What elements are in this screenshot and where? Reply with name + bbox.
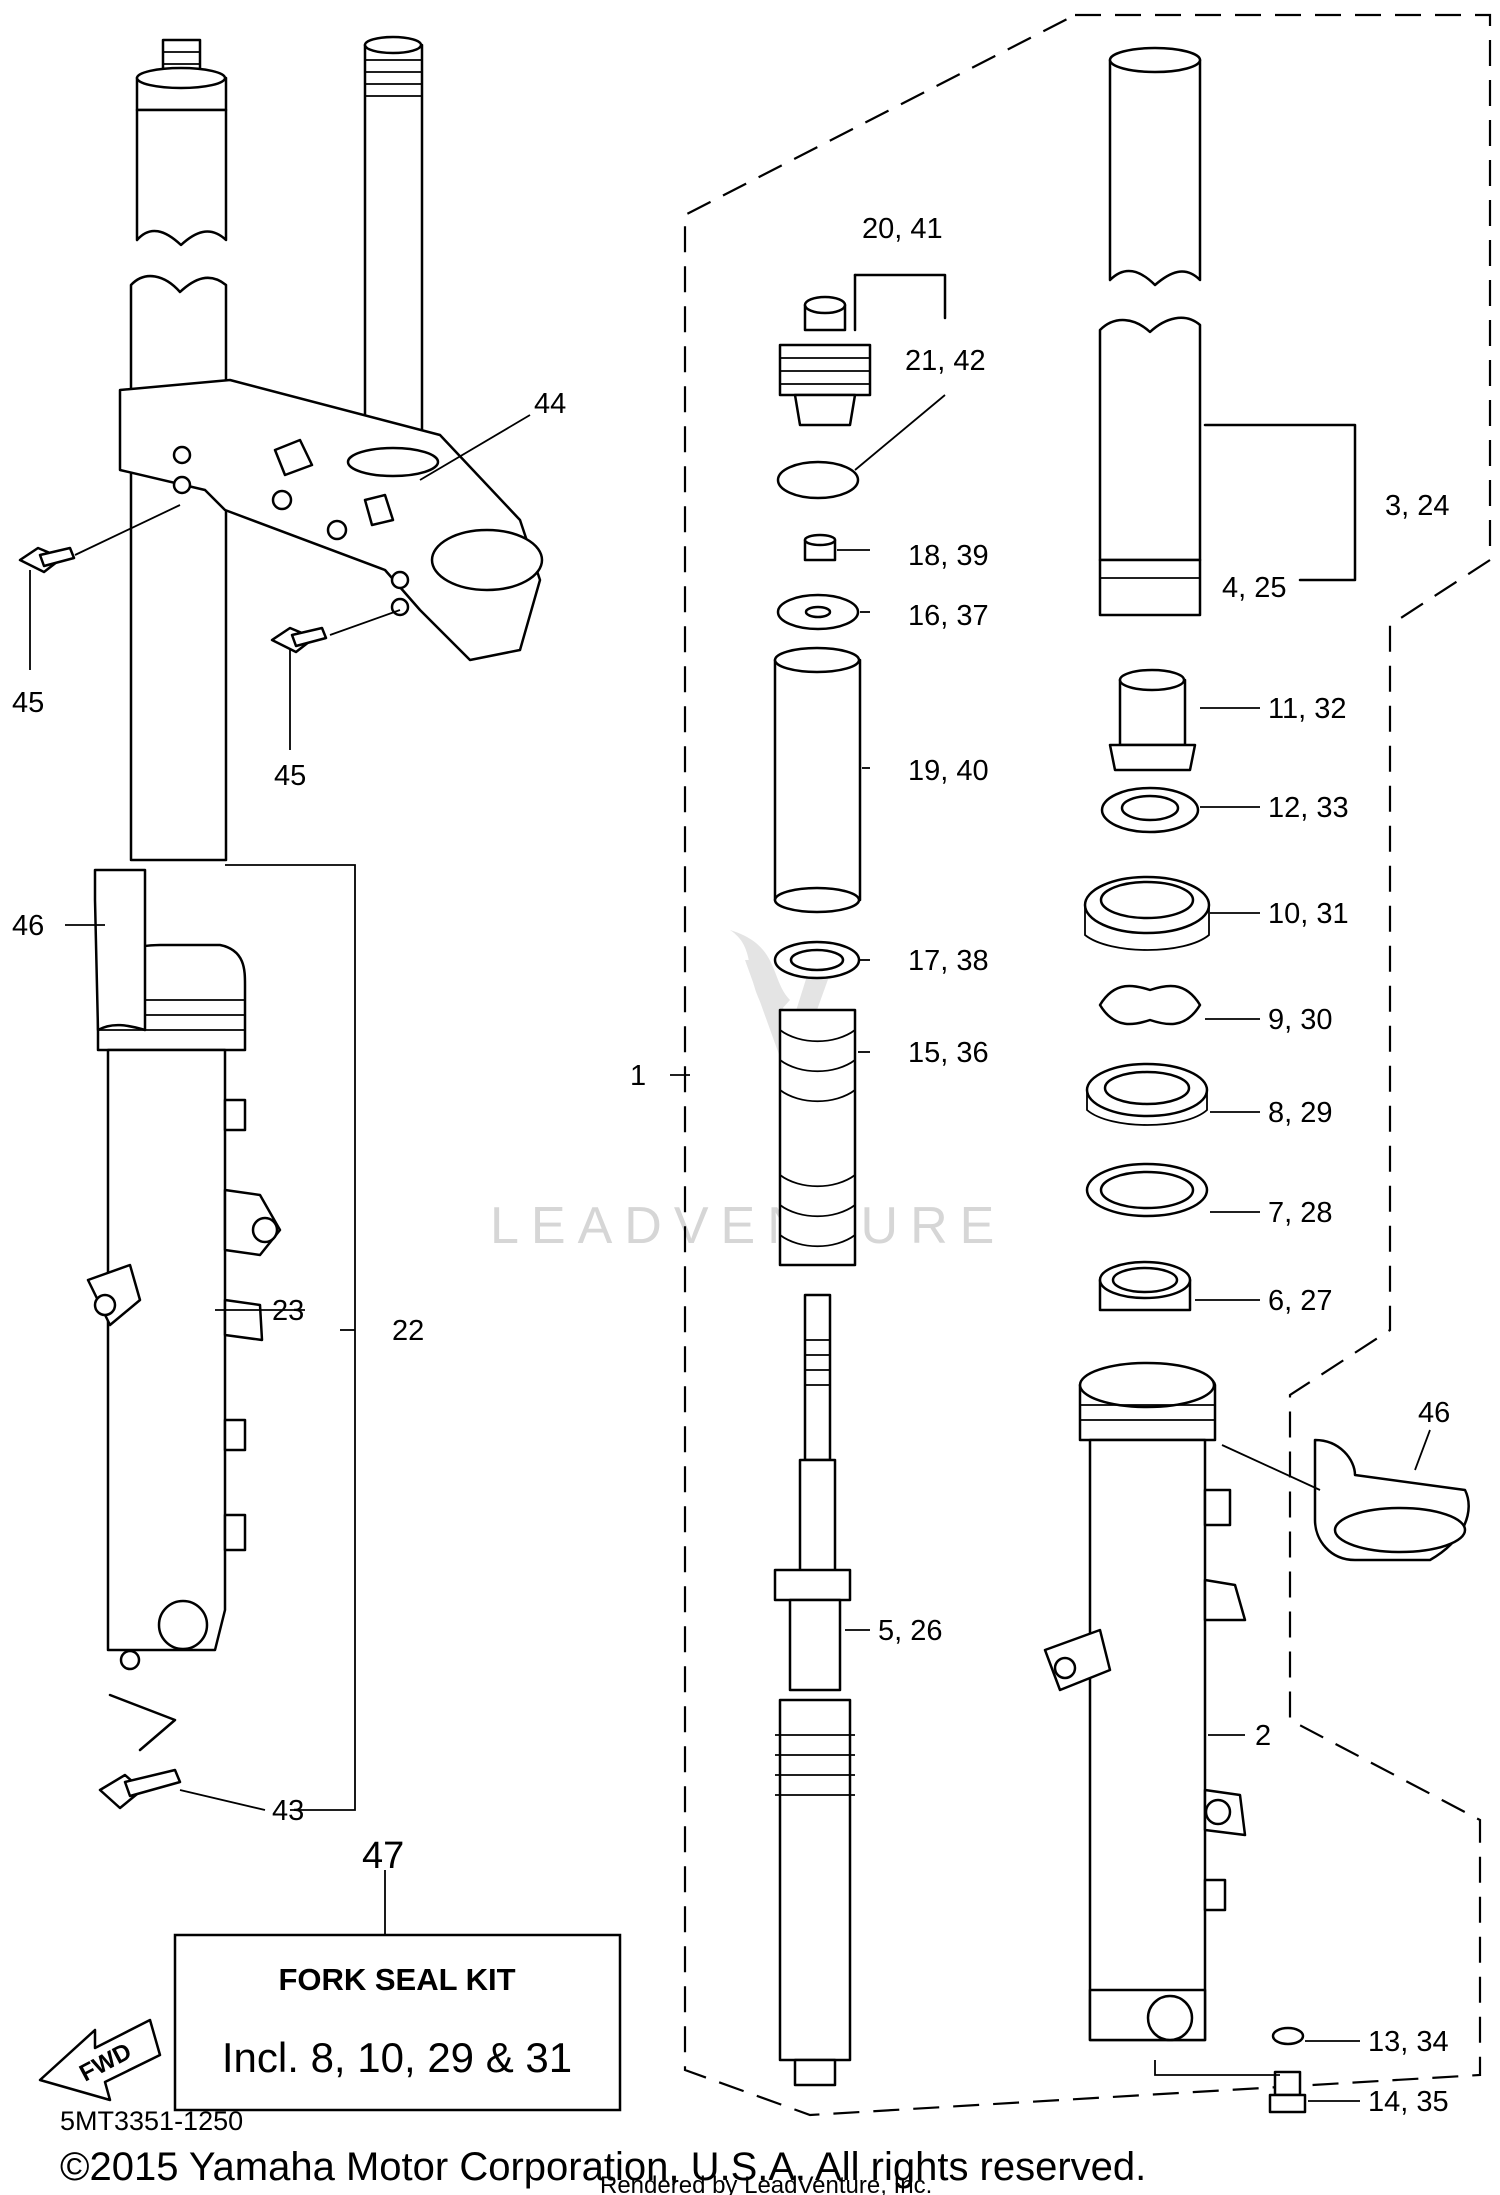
callout-46-left: 46	[12, 910, 44, 942]
callout-2: 2	[1255, 1720, 1271, 1752]
damper-parts	[670, 273, 947, 2087]
watermark-text: LEADVENTURE	[490, 1197, 1006, 1255]
callout-4-25: 4, 25	[1222, 572, 1287, 604]
callout-45-upper: 45	[12, 687, 44, 719]
callouts: 20, 41 21, 42 44 3, 24 4, 25 18, 39 16, …	[12, 213, 1450, 2118]
callout-20-41: 20, 41	[862, 213, 943, 245]
callout-6-27: 6, 27	[1268, 1285, 1333, 1317]
kit-contents: Incl. 8, 10, 29 & 31	[222, 2034, 572, 2081]
callout-14-35: 14, 35	[1368, 2086, 1449, 2118]
callout-3-24: 3, 24	[1385, 490, 1450, 522]
callout-45-lower: 45	[274, 760, 306, 792]
outer-parts	[1043, 46, 1470, 2114]
callout-10-31: 10, 31	[1268, 898, 1349, 930]
callout-12-33: 12, 33	[1268, 792, 1349, 824]
callout-43: 43	[272, 1795, 304, 1827]
watermark: LEADVENTURE	[490, 930, 1006, 1255]
callout-5-26: 5, 26	[878, 1615, 943, 1647]
callout-23: 23	[272, 1295, 304, 1327]
callout-46-right: 46	[1418, 1397, 1450, 1429]
fwd-arrow-icon: FWD	[38, 2018, 162, 2102]
callout-15-36: 15, 36	[908, 1037, 989, 1069]
diagram-code: 5MT3351-1250	[60, 2106, 243, 2136]
callout-19-40: 19, 40	[908, 755, 989, 787]
callout-13-34: 13, 34	[1368, 2026, 1449, 2058]
fork-seal-kit-box: FORK SEAL KIT Incl. 8, 10, 29 & 31	[173, 1933, 622, 2112]
callout-7-28: 7, 28	[1268, 1197, 1333, 1229]
callout-1: 1	[630, 1060, 646, 1092]
callout-44: 44	[534, 388, 566, 420]
rendered-by: Rendered by LeadVenture, Inc.	[600, 2172, 932, 2195]
assembled-fork	[18, 35, 544, 1935]
callout-22: 22	[392, 1315, 424, 1347]
callout-17-38: 17, 38	[908, 945, 989, 977]
kit-boundary	[683, 13, 1492, 2117]
callout-47: 47	[362, 1835, 404, 1877]
copyright: ©2015 Yamaha Motor Corporation, U.S.A. A…	[60, 2145, 1146, 2189]
callout-9-30: 9, 30	[1268, 1004, 1333, 1036]
callout-21-42: 21, 42	[905, 345, 986, 377]
kit-title: FORK SEAL KIT	[278, 1962, 515, 1997]
callout-8-29: 8, 29	[1268, 1097, 1333, 1129]
callout-18-39: 18, 39	[908, 540, 989, 572]
callout-11-32: 11, 32	[1268, 693, 1346, 725]
callout-16-37: 16, 37	[908, 600, 989, 632]
